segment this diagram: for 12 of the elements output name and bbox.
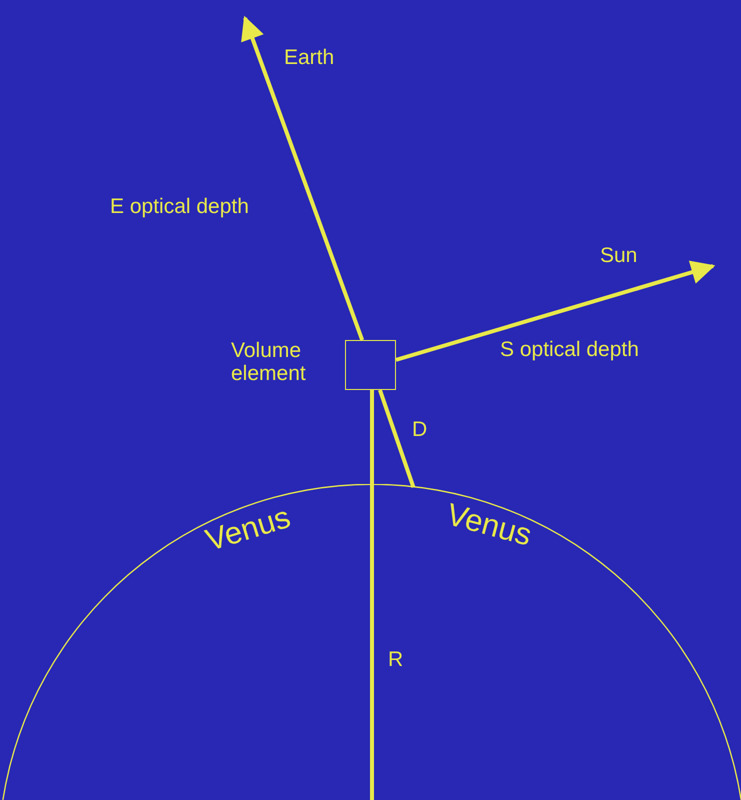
planet-label: Venus (202, 500, 294, 558)
edge-label: E optical depth (110, 195, 249, 218)
edge-label: S optical depth (500, 338, 639, 362)
arrow (395, 260, 716, 362)
volume-element-box (345, 340, 396, 390)
direction-label: Earth (284, 46, 334, 70)
direction-label: Sun (600, 244, 638, 268)
node-caption: Volume element (231, 339, 307, 386)
line (370, 390, 374, 800)
arrow (241, 16, 364, 341)
planet-label: Venus (443, 497, 536, 553)
line (378, 389, 416, 488)
